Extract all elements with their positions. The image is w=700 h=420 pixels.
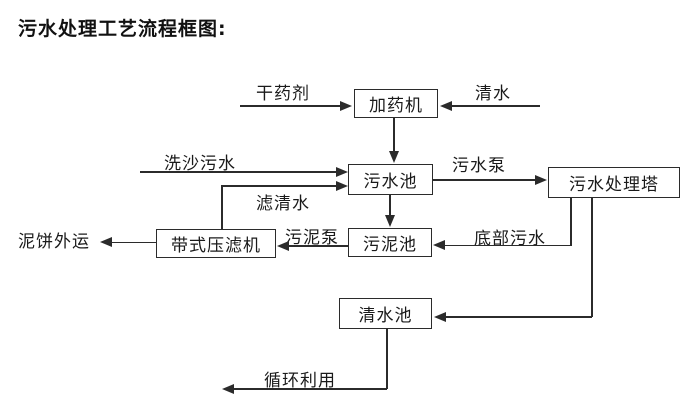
edge-filtered-water-hline — [221, 185, 336, 187]
edge-dry-chemical-line — [240, 105, 342, 107]
edge-dosing-to-pool-line — [393, 118, 395, 152]
arrowhead-tower-to-clear-icon — [434, 312, 446, 322]
arrowhead-sludge-pump-icon — [277, 241, 289, 251]
edge-clear-water-line — [450, 105, 540, 107]
edge-sand-washing-line — [140, 171, 336, 173]
arrowhead-pool-to-sludge-icon — [385, 215, 395, 227]
label-bottom-sewage: 底部污水 — [474, 229, 546, 249]
edge-bottom-sewage-hline — [445, 244, 571, 246]
arrowhead-dosing-to-pool-icon — [389, 151, 399, 163]
arrowhead-bottom-sewage-icon — [433, 240, 445, 250]
diagram-title: 污水处理工艺流程框图: — [18, 18, 227, 40]
label-sludge-pump: 污泥泵 — [285, 228, 339, 248]
edge-recycle-vline — [386, 329, 388, 389]
arrowhead-dry-chemical-icon — [340, 101, 352, 111]
edge-mud-cake-line — [112, 241, 156, 243]
node-sewage-pool: 污水池 — [348, 164, 433, 195]
edge-bottom-sewage-vline — [570, 198, 572, 246]
edge-recycle-hline — [234, 388, 387, 390]
label-filtered-water: 滤清水 — [256, 194, 310, 214]
arrowhead-recycle-icon — [222, 384, 234, 394]
arrowhead-clear-water-icon — [440, 101, 452, 111]
label-dry-chemical: 干药剂 — [256, 84, 310, 104]
label-sand-washing-sewage: 洗沙污水 — [164, 154, 236, 174]
label-recycle-use: 循环利用 — [264, 371, 336, 391]
label-clear-water: 清水 — [475, 84, 511, 104]
edge-tower-to-clear-vline — [591, 198, 593, 317]
node-belt-filter-press: 带式压滤机 — [156, 229, 276, 258]
edge-filtered-water-vline — [221, 186, 223, 229]
node-sludge-pool: 污泥池 — [348, 228, 432, 257]
edge-pool-to-sludge-line — [389, 195, 391, 216]
node-clear-water-pool: 清水池 — [339, 298, 432, 329]
arrowhead-sand-washing-icon — [336, 167, 348, 177]
arrowhead-mud-cake-icon — [100, 237, 112, 247]
arrowhead-filtered-water-icon — [336, 181, 348, 191]
edge-tower-to-clear-hline — [446, 316, 592, 318]
label-mud-cake-out: 泥饼外运 — [18, 232, 90, 252]
node-dosing-machine: 加药机 — [354, 89, 438, 118]
node-treatment-tower: 污水处理塔 — [548, 167, 680, 198]
label-sewage-pump: 污水泵 — [452, 156, 506, 176]
edge-sewage-pump-line — [433, 179, 535, 181]
edge-sludge-pump-line — [289, 245, 348, 247]
arrowhead-sewage-pump-icon — [535, 175, 547, 185]
